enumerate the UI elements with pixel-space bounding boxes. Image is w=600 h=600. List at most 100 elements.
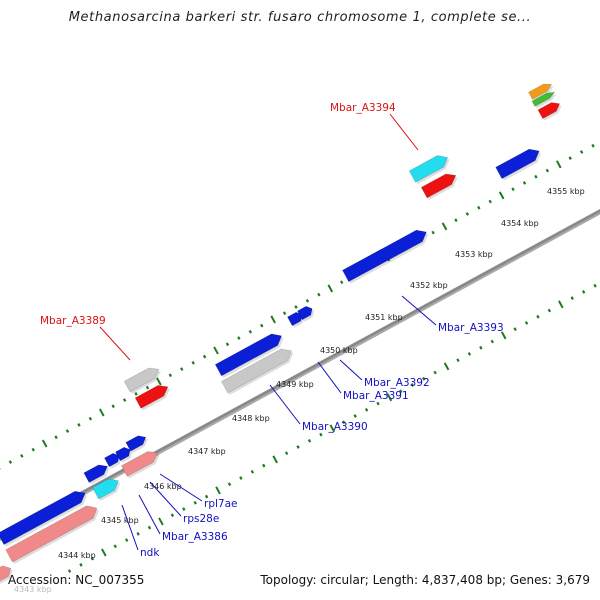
gene-label[interactable]: Mbar_A3390 bbox=[302, 421, 368, 433]
minor-tick bbox=[513, 327, 517, 331]
minor-tick bbox=[193, 500, 197, 505]
minor-tick bbox=[410, 383, 414, 387]
minor-tick bbox=[353, 414, 357, 418]
label-leader-line bbox=[269, 384, 301, 425]
minor-tick bbox=[422, 376, 426, 381]
minor-tick bbox=[568, 156, 572, 160]
minor-tick bbox=[581, 290, 586, 294]
gene-orange[interactable] bbox=[528, 83, 553, 100]
gene-label[interactable]: ndk bbox=[140, 547, 160, 559]
minor-tick bbox=[536, 314, 540, 319]
gene-mbar-a3392[interactable] bbox=[214, 333, 283, 377]
gene-label[interactable]: Mbar_A3392 bbox=[364, 377, 430, 389]
scale-label: 4353 kbp bbox=[455, 250, 493, 259]
minor-tick bbox=[570, 296, 574, 300]
gene-mbar-a3389-grey[interactable] bbox=[123, 367, 160, 393]
minor-tick bbox=[399, 389, 403, 394]
scale-label: 4347 kbp bbox=[188, 447, 226, 456]
gene-label[interactable]: Mbar_A3389 bbox=[40, 315, 106, 327]
gene-blue-s3[interactable] bbox=[115, 446, 131, 462]
major-tick bbox=[270, 315, 276, 324]
scale-label: 4355 kbp bbox=[547, 187, 585, 196]
gene-features bbox=[0, 83, 562, 584]
label-leader-line bbox=[317, 361, 342, 394]
label-leader-line bbox=[339, 359, 363, 381]
gene-blue-s2[interactable] bbox=[104, 452, 120, 468]
minor-tick bbox=[317, 292, 321, 297]
gene-blue-right[interactable] bbox=[495, 148, 540, 180]
gene-green-shadow bbox=[534, 94, 557, 109]
gene-green[interactable] bbox=[531, 91, 556, 107]
major-tick bbox=[158, 517, 164, 526]
gene-ndk[interactable] bbox=[5, 505, 98, 563]
major-tick bbox=[156, 377, 162, 386]
gene-label[interactable]: rpl7ae bbox=[204, 498, 237, 510]
minor-tick bbox=[591, 143, 595, 148]
gene-rps28e[interactable] bbox=[92, 478, 119, 500]
minor-tick bbox=[134, 392, 138, 396]
minor-tick bbox=[202, 354, 207, 359]
minor-tick bbox=[124, 538, 129, 542]
minor-tick bbox=[88, 416, 93, 421]
scale-label: 4344 kbp bbox=[58, 551, 96, 560]
minor-tick bbox=[111, 404, 115, 409]
gene-pink-edge[interactable] bbox=[0, 565, 12, 583]
gene-rpl7ae[interactable] bbox=[121, 451, 159, 477]
minor-tick bbox=[237, 336, 241, 340]
backbone-line bbox=[0, 209, 600, 539]
major-tick bbox=[213, 346, 219, 355]
gene-red-a3394[interactable] bbox=[420, 173, 457, 199]
minor-tick bbox=[204, 494, 209, 499]
gene-blue-s1[interactable] bbox=[83, 464, 108, 483]
minor-tick bbox=[340, 280, 344, 285]
gene-mbar-a3390[interactable] bbox=[221, 348, 292, 394]
minor-tick bbox=[364, 407, 369, 412]
minor-tick bbox=[433, 370, 437, 375]
minor-tick bbox=[467, 352, 472, 356]
major-tick bbox=[386, 393, 393, 402]
gene-mbar-a3389-red[interactable] bbox=[134, 385, 169, 409]
minor-tick bbox=[282, 311, 287, 316]
minor-tick bbox=[180, 367, 184, 371]
minor-tick bbox=[122, 398, 127, 402]
gene-mbar-a3393[interactable] bbox=[342, 229, 427, 283]
gene-label[interactable]: Mbar_A3393 bbox=[438, 322, 504, 334]
accession-label: Accession: NC_007355 bbox=[8, 573, 145, 587]
gene-blue-small-b[interactable] bbox=[297, 305, 313, 321]
major-tick bbox=[101, 548, 107, 557]
gene-label[interactable]: Mbar_A3386 bbox=[162, 531, 228, 543]
minor-tick bbox=[145, 385, 150, 390]
minor-tick bbox=[262, 463, 266, 468]
major-tick bbox=[441, 222, 448, 231]
minor-tick bbox=[431, 230, 435, 235]
minor-tick bbox=[376, 401, 380, 406]
topology-label: Topology: circular; Length: 4,837,408 bp… bbox=[260, 573, 590, 587]
gene-mbar-a3394[interactable] bbox=[408, 155, 448, 183]
minor-tick bbox=[77, 423, 81, 427]
minor-tick bbox=[593, 283, 597, 288]
minor-tick bbox=[454, 218, 458, 223]
gene-red-top[interactable] bbox=[537, 102, 561, 120]
minor-tick bbox=[168, 373, 173, 378]
scale-label: 4348 kbp bbox=[232, 414, 270, 423]
gene-label[interactable]: Mbar_A3394 bbox=[330, 102, 396, 114]
major-tick bbox=[41, 439, 48, 448]
gene-label[interactable]: Mbar_A3391 bbox=[343, 390, 409, 402]
scale-label: 4351 kbp bbox=[365, 313, 403, 322]
minor-tick bbox=[8, 460, 13, 464]
minor-tick bbox=[307, 438, 312, 443]
minor-tick bbox=[511, 187, 515, 192]
minor-tick bbox=[182, 507, 186, 511]
gene-label[interactable]: rps28e bbox=[183, 513, 219, 525]
map-title: Methanosarcina barkeri str. fusaro chrom… bbox=[68, 10, 532, 25]
gene-blue-long-left[interactable] bbox=[0, 490, 86, 546]
minor-tick bbox=[113, 544, 117, 549]
minor-tick bbox=[547, 308, 552, 313]
gene-blue-s4[interactable] bbox=[125, 435, 147, 452]
minor-tick bbox=[227, 482, 232, 487]
minor-tick bbox=[479, 345, 483, 350]
minor-tick bbox=[296, 445, 300, 449]
minor-tick bbox=[248, 329, 252, 334]
upper-tick-row bbox=[0, 143, 595, 470]
